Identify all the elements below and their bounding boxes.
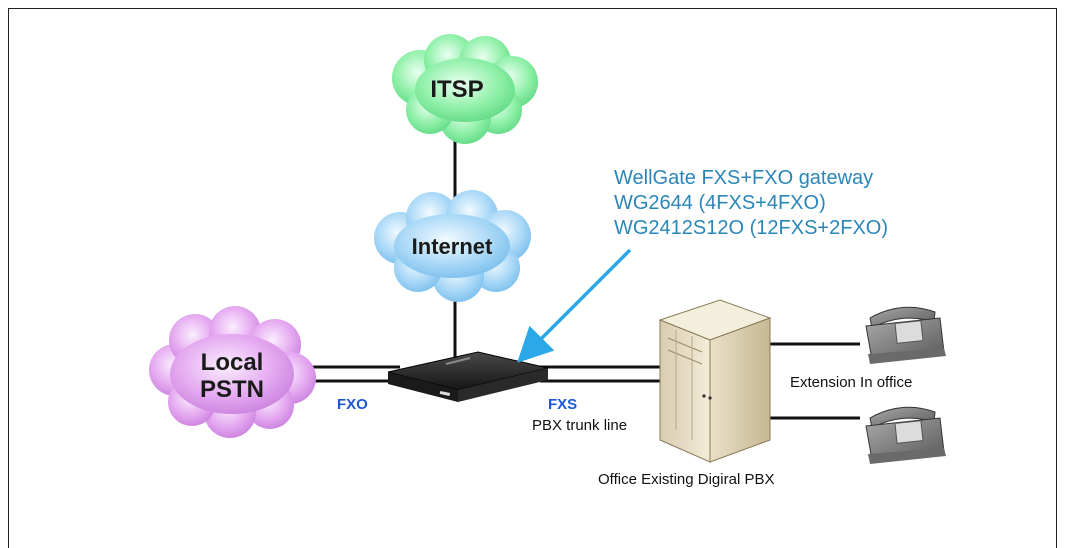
callout-arrow bbox=[517, 248, 632, 363]
internet-cloud: Internet bbox=[374, 190, 531, 302]
callout-line-2: WG2644 (4FXS+4FXO) bbox=[614, 192, 826, 214]
pstn-cloud: Local PSTN bbox=[149, 306, 316, 438]
itsp-label: ITSP bbox=[430, 76, 483, 103]
internet-label: Internet bbox=[412, 234, 493, 259]
gateway-device bbox=[387, 351, 549, 402]
pbx-trunk-label: PBX trunk line bbox=[532, 417, 627, 434]
office-phone-1 bbox=[865, 306, 946, 364]
fxo-label: FXO bbox=[337, 396, 368, 413]
callout-line-3: WG2412S12O (12FXS+2FXO) bbox=[614, 217, 888, 239]
office-phone-2 bbox=[865, 406, 946, 464]
pstn-label-line-2: PSTN bbox=[200, 376, 264, 403]
callout-line-1: WellGate FXS+FXO gateway bbox=[614, 167, 873, 189]
pbx-cabinet bbox=[658, 299, 772, 463]
pbx-label: Office Existing Digiral PBX bbox=[598, 471, 774, 488]
pstn-label-line-1: Local bbox=[201, 349, 264, 376]
gateway-callout: WellGate FXS+FXO gateway WG2644 (4FXS+4F… bbox=[614, 167, 888, 239]
itsp-cloud: ITSP bbox=[392, 34, 538, 144]
diagram-frame bbox=[8, 8, 1057, 548]
extension-label: Extension In office bbox=[790, 374, 912, 391]
fxs-label: FXS bbox=[548, 396, 577, 413]
